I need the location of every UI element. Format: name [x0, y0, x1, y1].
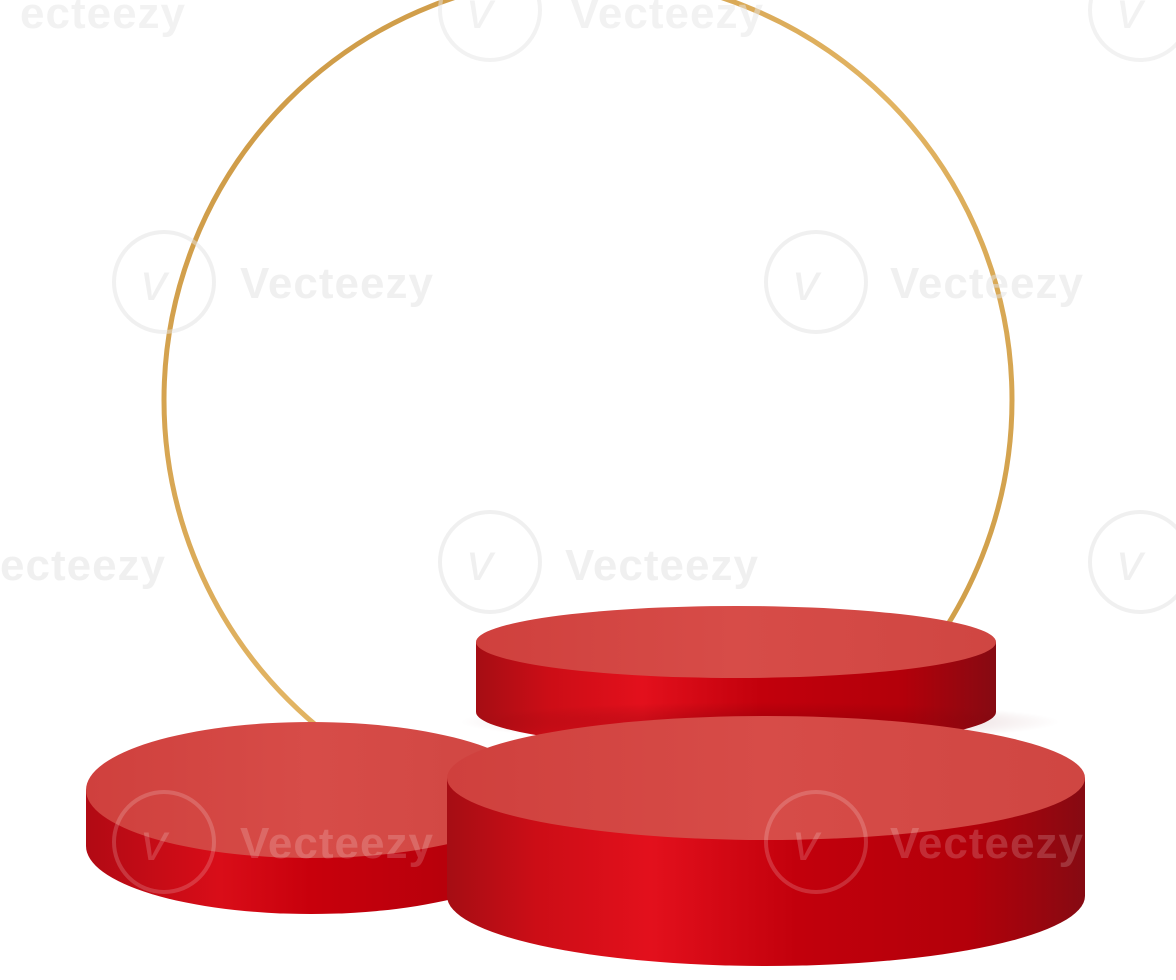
svg-text:v: v — [793, 254, 822, 312]
svg-text:v: v — [467, 534, 496, 592]
watermark-logo: v — [1088, 0, 1176, 62]
svg-text:v: v — [141, 254, 170, 312]
watermark-layer: v Vecteezy ecteezy v v Vecteezy v Vectee… — [0, 0, 1176, 894]
watermark-text: Vecteezy — [240, 819, 434, 868]
watermark-text: ecteezy — [0, 541, 166, 590]
watermark-text: Vecteezy — [240, 259, 434, 308]
watermark-logo: v — [438, 0, 542, 62]
svg-text:v: v — [141, 814, 170, 872]
svg-text:v: v — [793, 814, 822, 872]
podium-left — [86, 722, 536, 914]
watermark-logo: v — [764, 230, 868, 334]
watermark-logo: v — [112, 230, 216, 334]
watermark-text: Vecteezy — [565, 541, 759, 590]
watermark-text: Vecteezy — [570, 0, 764, 38]
watermark-text: Vecteezy — [890, 259, 1084, 308]
watermark-text: ecteezy — [20, 0, 186, 38]
svg-text:v: v — [467, 0, 496, 40]
podium-front — [447, 716, 1085, 966]
watermark-logo: v — [112, 790, 216, 894]
watermark-logo: v — [764, 790, 868, 894]
watermark-logo: v — [438, 510, 542, 614]
watermark-logo: v — [1088, 510, 1176, 614]
svg-text:v: v — [1117, 0, 1146, 40]
watermark-text: Vecteezy — [890, 819, 1084, 868]
svg-text:v: v — [1117, 534, 1146, 592]
